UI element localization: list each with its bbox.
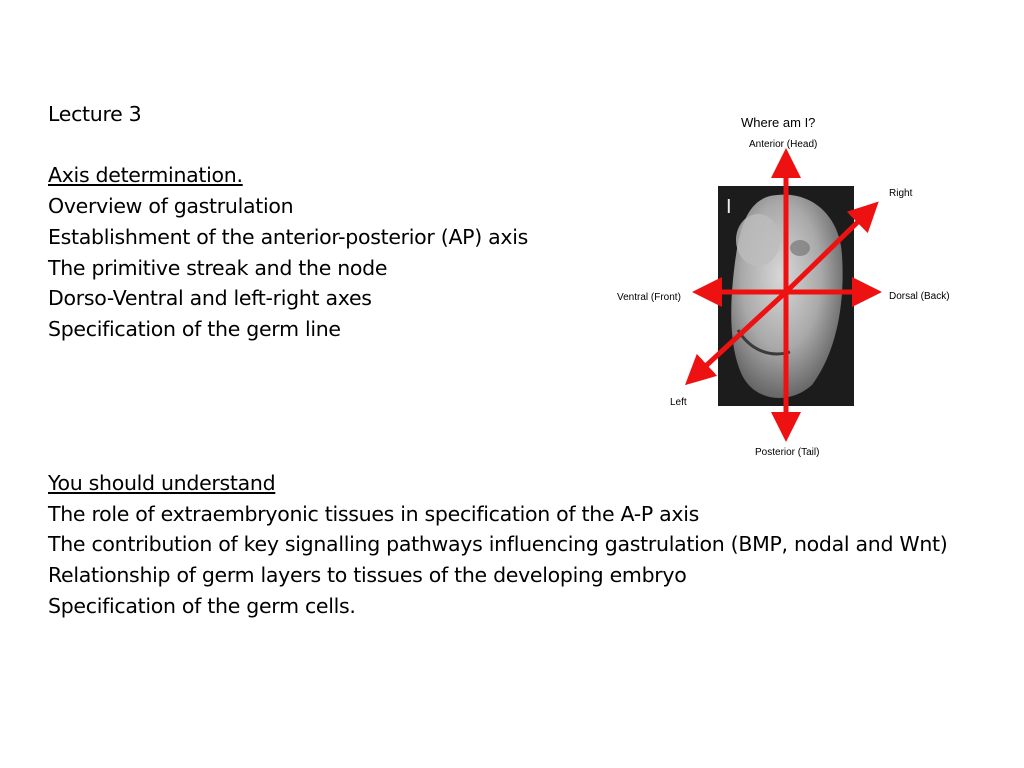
topic-item: Specification of the germ line bbox=[48, 316, 341, 341]
diagram-title: Where am I? bbox=[741, 115, 816, 130]
label-ventral: Ventral (Front) bbox=[617, 292, 681, 303]
label-anterior: Anterior (Head) bbox=[749, 139, 818, 150]
intro-block: Lecture 3 Axis determination. Overview o… bbox=[48, 99, 528, 345]
outcome-item: Relationship of germ layers to tissues o… bbox=[48, 563, 687, 588]
outcome-item: Specification of the germ cells. bbox=[48, 593, 356, 618]
embryo-eye bbox=[790, 240, 810, 256]
photo-mark: I bbox=[726, 196, 732, 218]
photo-background bbox=[718, 186, 854, 406]
arrow-right bbox=[784, 201, 879, 294]
topic-item: Establishment of the anterior-posterior … bbox=[48, 224, 529, 249]
embryo-body bbox=[731, 194, 843, 398]
topic-item: Dorso-Ventral and left-right axes bbox=[48, 286, 372, 311]
axis-arrows bbox=[684, 148, 882, 442]
topic-item: The primitive streak and the node bbox=[48, 255, 388, 280]
spacer bbox=[48, 130, 528, 161]
outcome-item: The role of extraembryonic tissues in sp… bbox=[48, 501, 700, 526]
label-dorsal: Dorsal (Back) bbox=[889, 291, 950, 302]
outcomes-heading: You should understand bbox=[48, 471, 276, 495]
intro-heading: Axis determination. bbox=[48, 163, 243, 188]
embryo-limb bbox=[736, 329, 791, 356]
outcome-item: The contribution of key signalling pathw… bbox=[48, 532, 948, 557]
arrow-left bbox=[684, 290, 788, 386]
embryo-photo: I bbox=[718, 186, 854, 406]
lecture-title: Lecture 3 bbox=[48, 102, 142, 126]
label-posterior: Posterior (Tail) bbox=[755, 447, 820, 458]
label-right: Right bbox=[889, 188, 913, 199]
outcomes-block: You should understand The role of extrae… bbox=[48, 468, 948, 622]
label-left: Left bbox=[670, 397, 687, 408]
topic-item: Overview of gastrulation bbox=[48, 194, 294, 219]
embryo-head bbox=[736, 214, 780, 266]
